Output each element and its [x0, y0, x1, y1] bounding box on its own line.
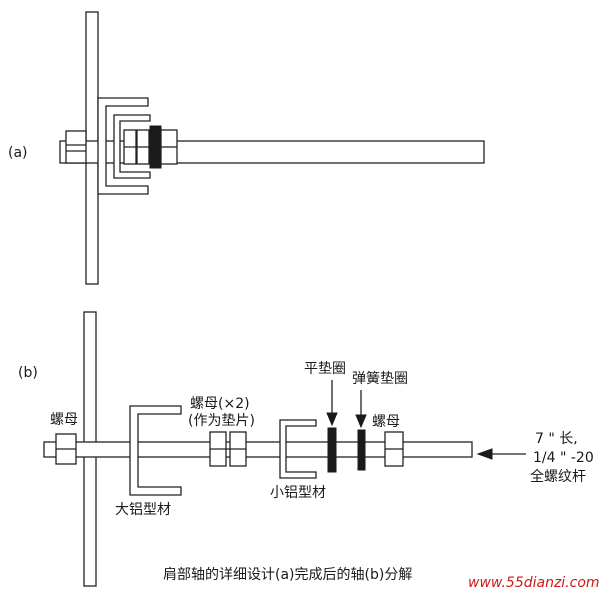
rod-length-label: 7 " 长, [535, 431, 578, 447]
flat-washer-arrow [326, 412, 338, 427]
watermark: www.55dianzi.com [468, 575, 600, 591]
small-channel-label: 小铝型材 [270, 485, 326, 501]
large-channel-b [129, 405, 182, 496]
flat-washer [327, 427, 337, 473]
part-b-label: (b) [18, 365, 38, 381]
large-channel-label: 大铝型材 [115, 502, 171, 518]
rod-arrow [476, 448, 493, 460]
part-a-label: (a) [8, 145, 28, 161]
rod-b [43, 441, 473, 458]
spacer-nuts-sublabel: (作为垫片) [188, 413, 255, 429]
small-channel-b [279, 419, 317, 479]
spacer-nuts-label: 螺母(×2) [190, 396, 250, 412]
rod-thread-label: 1/4 " -20 [533, 450, 594, 466]
flat-washer-label: 平垫圈 [304, 361, 346, 377]
spring-washer-arrow [355, 414, 367, 429]
rod-type-label: 全螺纹杆 [530, 468, 586, 485]
figure-caption: 肩部轴的详细设计(a)完成后的轴(b)分解 [163, 567, 412, 583]
exploded-view: (b) 螺母 大铝型材 螺母(×2) (作为垫片) 小铝型材 平垫圈 弹簧垫圈 [18, 311, 594, 587]
spring-washer [357, 429, 366, 471]
small-channel-a [113, 114, 151, 179]
assembled-view: (a) [8, 11, 485, 285]
washers-a [149, 125, 162, 169]
left-nut-label: 螺母 [50, 412, 78, 428]
left-nut-a [65, 130, 87, 164]
right-nut-label: 螺母 [372, 414, 400, 430]
spring-washer-label: 弹簧垫圈 [352, 371, 408, 387]
large-channel-a [97, 97, 149, 195]
